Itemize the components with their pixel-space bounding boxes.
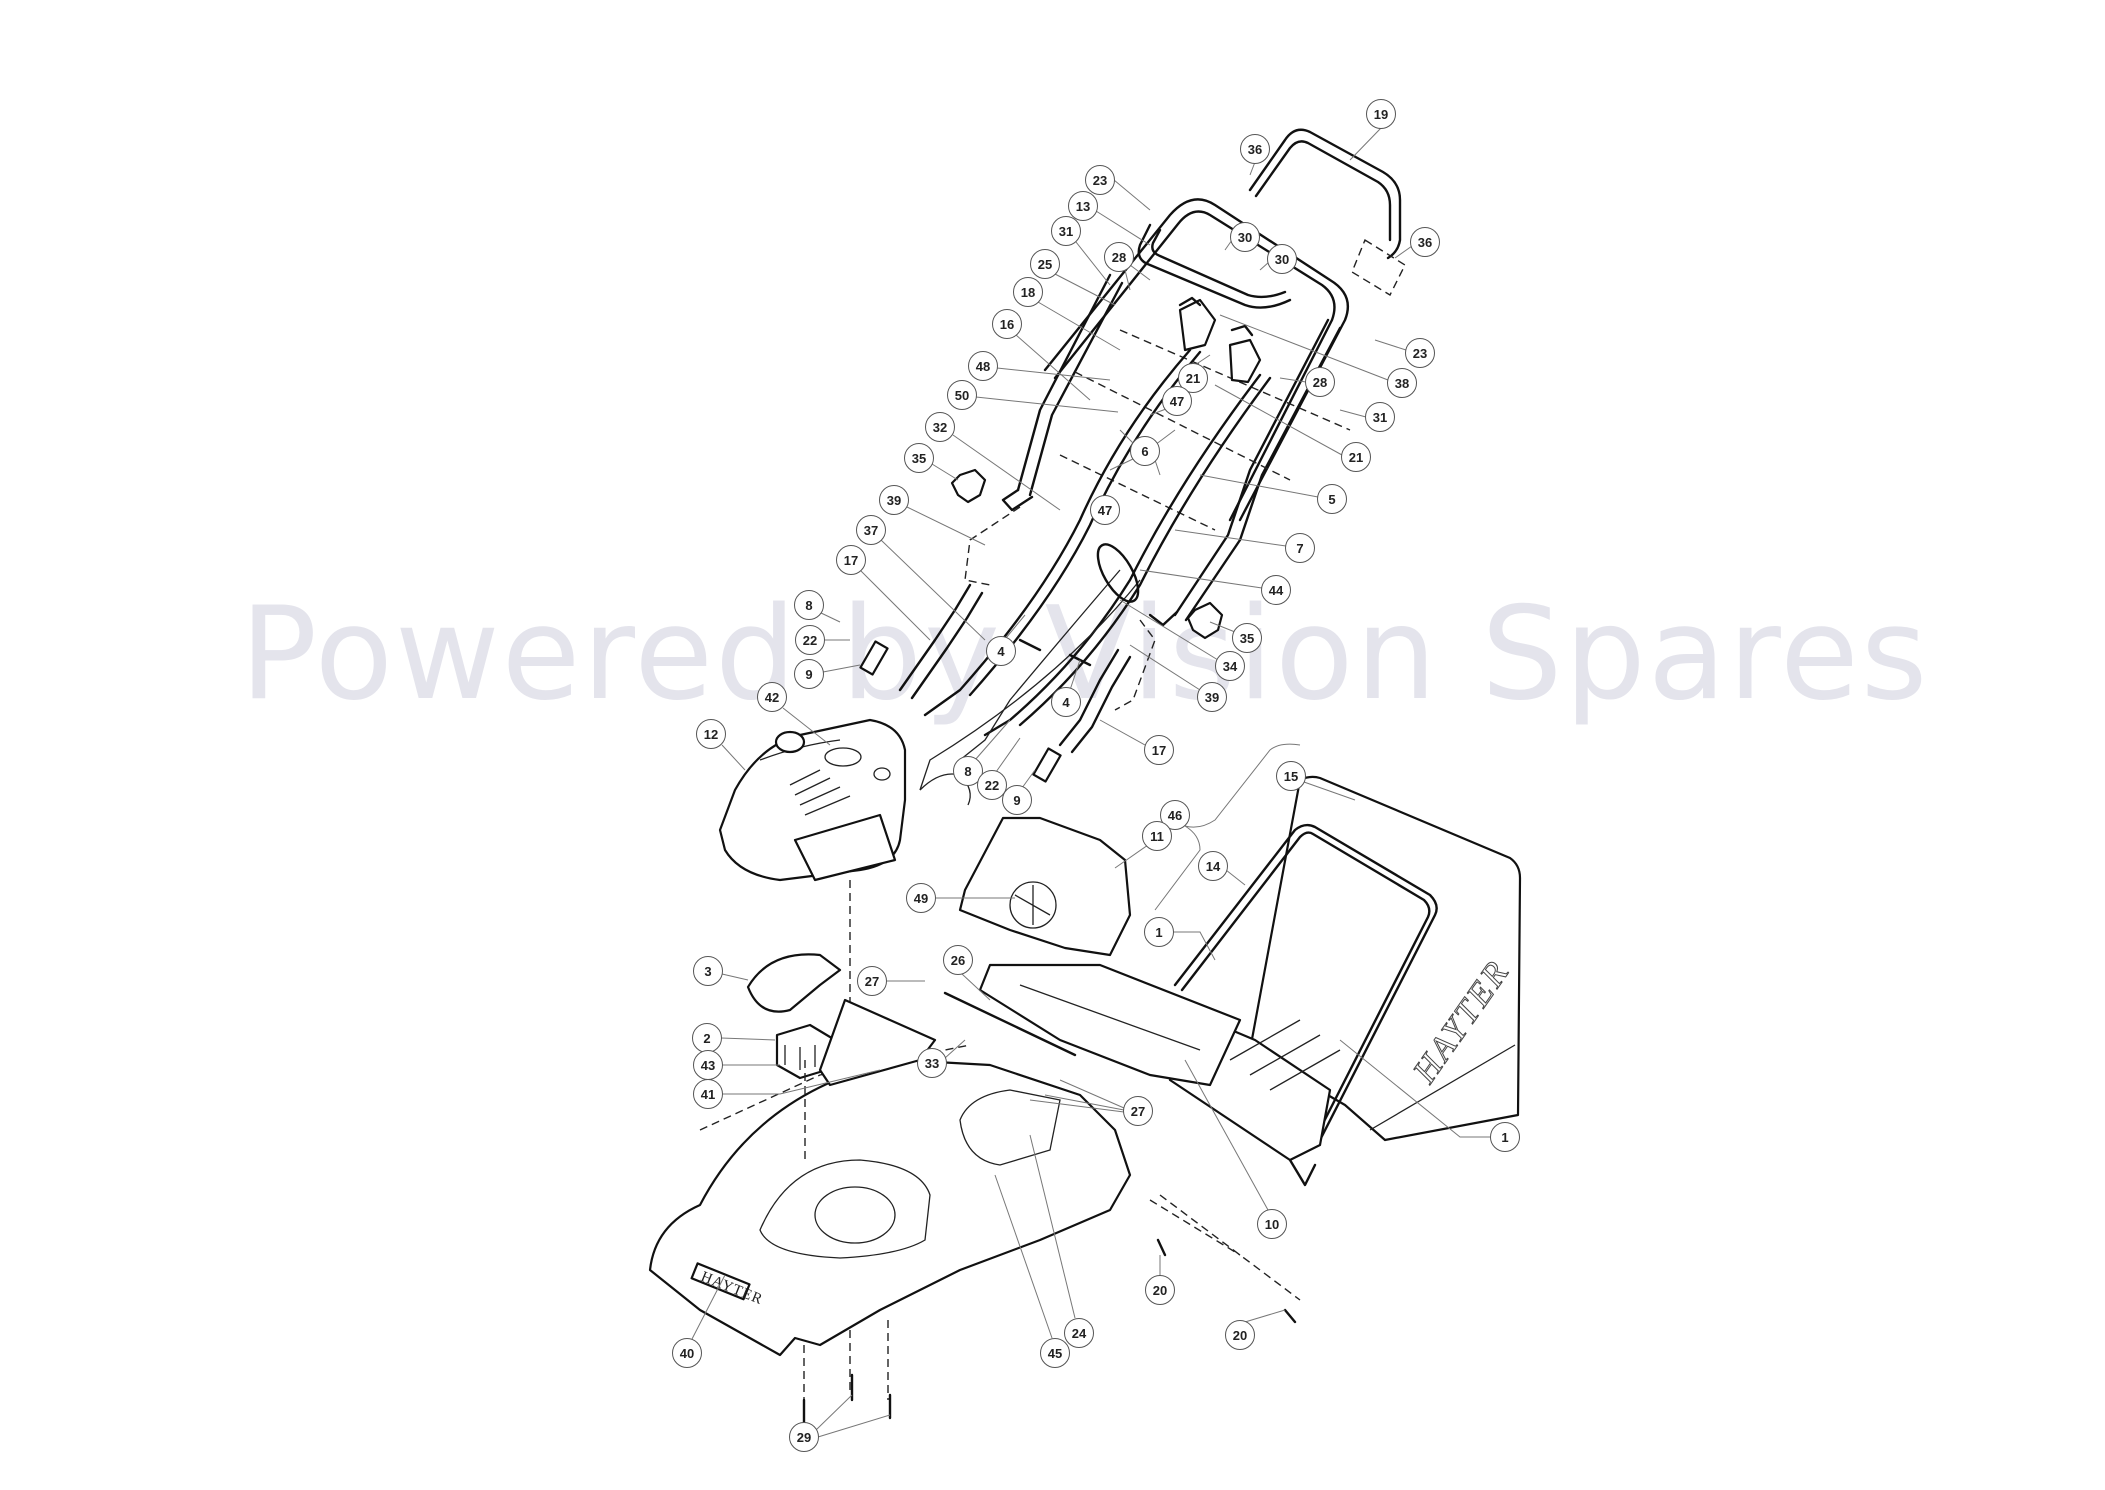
upper-handle-icon [1043,128,1406,522]
grass-box-icon: HAYTER [1158,775,1522,1187]
callout-part-43[interactable]: 43 [693,1050,723,1080]
callout-part-18[interactable]: 18 [1013,277,1043,307]
callout-part-13[interactable]: 13 [1068,191,1098,221]
callout-part-38[interactable]: 38 [1387,368,1417,398]
callout-part-11[interactable]: 11 [1142,821,1172,851]
callout-part-6[interactable]: 6 [1130,436,1160,466]
callout-part-47[interactable]: 47 [1162,386,1192,416]
callout-part-49[interactable]: 49 [906,883,936,913]
callout-part-14[interactable]: 14 [1198,851,1228,881]
callout-part-36[interactable]: 36 [1240,134,1270,164]
callout-part-24[interactable]: 24 [1064,1318,1094,1348]
callout-part-35[interactable]: 35 [904,443,934,473]
callout-part-20[interactable]: 20 [1145,1275,1175,1305]
rear-chute-icon [943,963,1242,1087]
callout-part-28[interactable]: 28 [1305,367,1335,397]
engine-icon [718,718,907,1160]
lower-handle-rails-icon [964,273,1351,711]
callout-part-10[interactable]: 10 [1257,1209,1287,1239]
callout-part-1[interactable]: 1 [1490,1122,1520,1152]
callout-part-22[interactable]: 22 [795,625,825,655]
rear-flap-icon [958,816,1132,957]
callout-part-25[interactable]: 25 [1030,249,1060,279]
callout-part-15[interactable]: 15 [1276,761,1306,791]
callout-part-35[interactable]: 35 [1232,623,1262,653]
callout-part-47[interactable]: 47 [1090,495,1120,525]
callout-part-30[interactable]: 30 [1230,222,1260,252]
callout-part-2[interactable]: 2 [692,1023,722,1053]
callout-part-17[interactable]: 17 [836,545,866,575]
callout-part-9[interactable]: 9 [1002,785,1032,815]
callout-part-4[interactable]: 4 [986,636,1016,666]
callout-part-23[interactable]: 23 [1085,165,1115,195]
control-cables-icon [919,348,1272,806]
callout-part-3[interactable]: 3 [693,956,723,986]
callout-part-8[interactable]: 8 [794,590,824,620]
callout-part-1[interactable]: 1 [1144,917,1174,947]
callout-leaders [691,127,1491,1438]
lower-handle-bracket-icon [859,583,1132,783]
callout-part-4[interactable]: 4 [1051,687,1081,717]
callout-part-50[interactable]: 50 [947,380,977,410]
callout-part-40[interactable]: 40 [672,1338,702,1368]
callout-part-41[interactable]: 41 [693,1079,723,1109]
callout-part-19[interactable]: 19 [1366,99,1396,129]
callout-part-30[interactable]: 30 [1267,244,1297,274]
callout-part-31[interactable]: 31 [1051,216,1081,246]
handle-knob-icon [950,468,1224,640]
callout-part-21[interactable]: 21 [1341,442,1371,472]
callout-part-26[interactable]: 26 [943,945,973,975]
callout-part-39[interactable]: 39 [1197,682,1227,712]
callout-part-16[interactable]: 16 [992,309,1022,339]
callout-part-17[interactable]: 17 [1144,735,1174,765]
callout-part-27[interactable]: 27 [857,966,887,996]
callout-part-5[interactable]: 5 [1317,484,1347,514]
callout-part-28[interactable]: 28 [1104,242,1134,272]
callout-part-20[interactable]: 20 [1225,1320,1255,1350]
callout-part-37[interactable]: 37 [856,515,886,545]
callout-part-23[interactable]: 23 [1405,338,1435,368]
callout-part-32[interactable]: 32 [925,412,955,442]
callout-part-44[interactable]: 44 [1261,575,1291,605]
callout-part-33[interactable]: 33 [917,1048,947,1078]
callout-part-9[interactable]: 9 [794,659,824,689]
control-levers-icon [1178,296,1262,384]
callout-part-29[interactable]: 29 [789,1422,819,1452]
callout-part-27[interactable]: 27 [1123,1096,1153,1126]
callout-part-42[interactable]: 42 [757,682,787,712]
callout-part-48[interactable]: 48 [968,351,998,381]
callout-part-22[interactable]: 22 [977,770,1007,800]
callout-part-39[interactable]: 39 [879,485,909,515]
callout-part-45[interactable]: 45 [1040,1338,1070,1368]
callout-part-31[interactable]: 31 [1365,402,1395,432]
callout-part-34[interactable]: 34 [1215,651,1245,681]
callout-part-7[interactable]: 7 [1285,533,1315,563]
callout-part-12[interactable]: 12 [696,719,726,749]
callout-part-36[interactable]: 36 [1410,227,1440,257]
